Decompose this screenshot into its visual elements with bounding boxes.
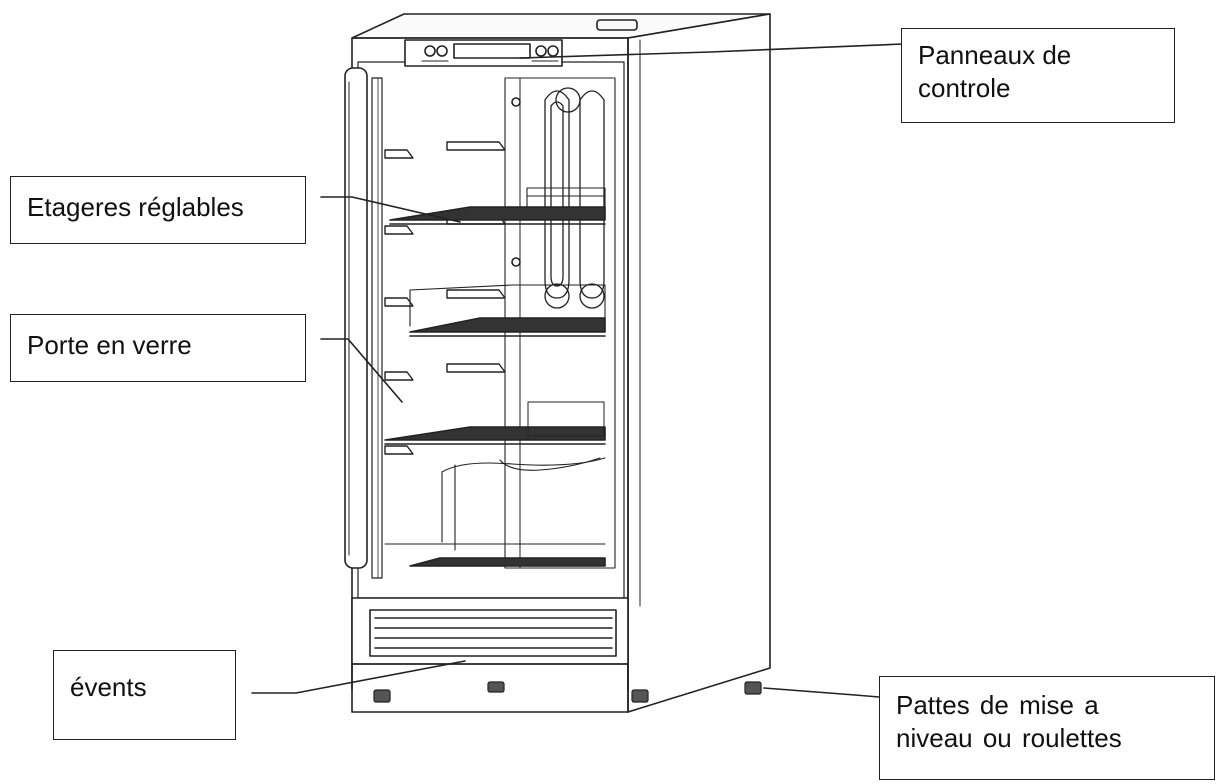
evaporator-coil bbox=[544, 87, 605, 309]
shelf-brackets bbox=[384, 141, 506, 455]
label-vents: évents bbox=[53, 650, 236, 740]
leader-porte bbox=[320, 338, 403, 403]
glass-door bbox=[344, 67, 383, 579]
leader-pattes bbox=[763, 687, 880, 698]
cabinet-side-panel bbox=[627, 13, 771, 713]
control-panel bbox=[404, 39, 563, 67]
label-adjustable-shelves: Etageres réglables bbox=[10, 176, 306, 244]
wire-basket bbox=[409, 187, 606, 327]
leader-etageres bbox=[320, 196, 461, 223]
leader-events bbox=[251, 660, 466, 694]
label-glass-door-text: Porte en verre bbox=[27, 330, 192, 360]
label-vents-text: évents bbox=[70, 672, 147, 702]
label-control-panels-line2: controle bbox=[918, 73, 1011, 103]
label-leveling-feet: Pattes de mise a niveau ou roulettes bbox=[879, 676, 1215, 780]
label-glass-door: Porte en verre bbox=[10, 314, 306, 382]
label-leveling-feet-line1: Pattes de mise a bbox=[896, 690, 1099, 720]
leader-panneaux bbox=[519, 43, 904, 59]
label-control-panels: Panneaux de controle bbox=[901, 28, 1175, 123]
leader-lines bbox=[251, 43, 904, 698]
vent-grille bbox=[351, 597, 629, 691]
label-adjustable-shelves-text: Etageres réglables bbox=[27, 192, 244, 222]
bottom-compartment bbox=[384, 401, 606, 551]
adjustable-shelves bbox=[384, 206, 606, 567]
label-control-panels-line1: Panneaux de bbox=[918, 40, 1072, 70]
leveling-feet bbox=[373, 681, 762, 703]
label-leveling-feet-line2: niveau ou roulettes bbox=[896, 723, 1122, 753]
